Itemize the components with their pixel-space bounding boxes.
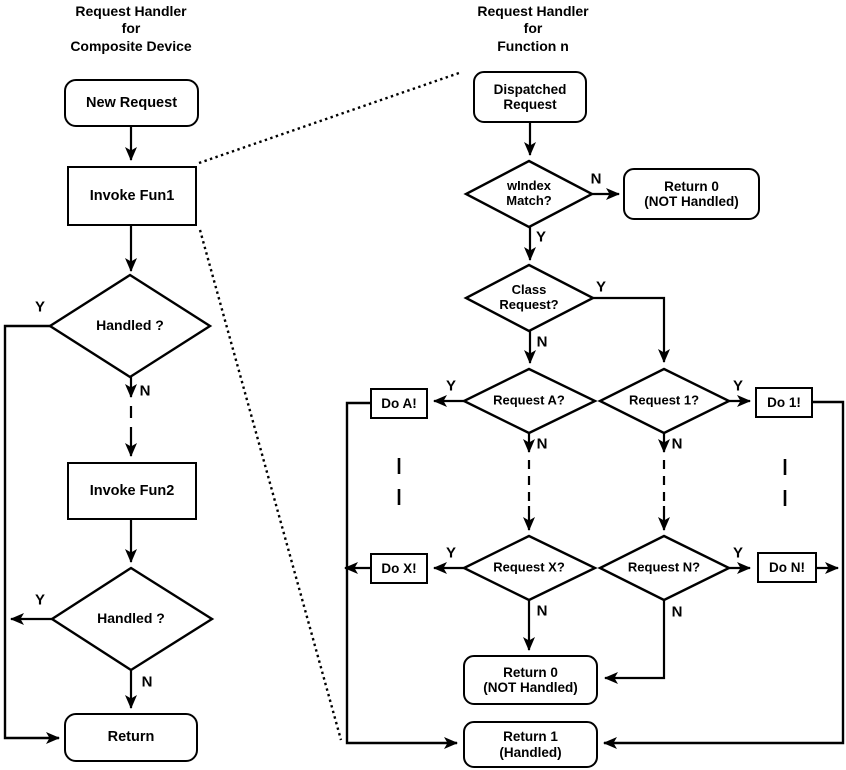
line-class-yes-to-request1 — [593, 296, 670, 363]
zoom-callout-line-bottom — [198, 229, 343, 741]
diamond-class-request — [463, 263, 596, 333]
branch-no-class: N — [536, 333, 548, 351]
line-handled1-yes-to-return — [3, 324, 60, 744]
branch-yes-request-a: Y — [445, 377, 457, 395]
branch-no-request-a: N — [536, 435, 548, 453]
diamond-handled-1 — [47, 273, 213, 379]
node-new-request: New Request — [64, 79, 199, 127]
node-do-1: Do 1! — [755, 387, 813, 418]
diamond-request-n — [597, 534, 732, 602]
node-return0-top: Return 0 (NOT Handled) — [623, 168, 760, 220]
branch-yes-handled1: Y — [34, 298, 46, 316]
diamond-request-x — [461, 534, 598, 602]
label-request-a: Request A? — [493, 392, 565, 408]
node-return-left: Return — [64, 713, 198, 762]
line-do1-to-return1 — [603, 400, 845, 749]
left-chart-title: Request Handler for Composite Device — [70, 3, 192, 54]
node-do-n: Do N! — [757, 552, 817, 583]
label-handled-2: Handled ? — [97, 610, 165, 627]
branch-no-request-1: N — [671, 435, 683, 453]
branch-no-handled2: N — [141, 673, 153, 691]
label-request-n: Request N? — [627, 559, 701, 575]
branch-yes-request-1: Y — [732, 377, 744, 395]
branch-yes-class: Y — [595, 278, 607, 296]
label-windex-match: wIndex Match? — [506, 178, 552, 208]
label-request-1: Request 1? — [628, 392, 700, 408]
line-requestn-no-to-return0 — [604, 600, 666, 684]
node-do-a: Do A! — [370, 388, 428, 419]
node-return0-bottom: Return 0 (NOT Handled) — [463, 655, 598, 705]
node-dispatched-request: Dispatched Request — [473, 71, 587, 123]
branch-no-request-x: N — [536, 602, 548, 620]
branch-no-request-n: N — [671, 603, 683, 621]
branch-yes-request-x: Y — [445, 544, 457, 562]
branch-no-handled1: N — [139, 382, 151, 400]
node-return1: Return 1 (Handled) — [463, 721, 598, 768]
node-invoke-fun2: Invoke Fun2 — [67, 462, 197, 520]
diamond-windex-match — [463, 159, 595, 229]
label-class-request: Class Request? — [499, 282, 559, 312]
diamond-request-a — [461, 367, 598, 435]
branch-yes-handled2: Y — [34, 591, 46, 609]
branch-yes-windex: Y — [535, 228, 547, 246]
diamond-handled-2 — [49, 566, 215, 672]
label-handled-1: Handled ? — [96, 317, 164, 334]
right-chart-title: Request Handler for Function n — [477, 3, 589, 54]
branch-no-windex: N — [590, 170, 602, 188]
zoom-callout-line-top — [198, 71, 460, 165]
branch-yes-request-n: Y — [732, 544, 744, 562]
node-invoke-fun1: Invoke Fun1 — [67, 166, 197, 226]
label-request-x: Request X? — [493, 559, 565, 575]
diamond-request-1 — [597, 367, 732, 435]
node-do-x: Do X! — [370, 553, 428, 584]
